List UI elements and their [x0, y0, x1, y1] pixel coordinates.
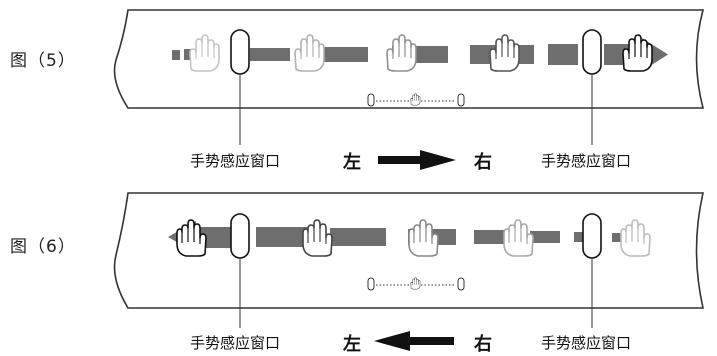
figure-5-right-word: 右 [474, 152, 492, 173]
hand-icon [410, 277, 421, 290]
figure-5-left-word: 左 [343, 152, 361, 173]
figure-5-left-sensor-window [230, 29, 250, 75]
hand-icon [386, 34, 417, 72]
figure-6-label: 图（6） [10, 237, 76, 257]
figure-6-left-window-label: 手势感应窗口 [190, 334, 281, 352]
hand-icon [622, 34, 653, 72]
figure-5-panel [113, 9, 705, 109]
figure-5-left-window-label: 手势感应窗口 [190, 152, 281, 170]
figure-6-direction-arrow [374, 331, 454, 351]
figure-6-right-sensor-window [582, 213, 602, 259]
hand-icon [176, 219, 207, 257]
figure-5 [113, 9, 705, 170]
figure-6-left-sensor-window [230, 213, 250, 259]
hand-icon [503, 219, 534, 257]
hand-icon [489, 34, 520, 72]
hand-icon [302, 219, 333, 257]
figure-5-right-sensor-window [582, 29, 602, 75]
figure-6-mini-path-indicator [367, 277, 465, 291]
figure-6 [113, 192, 705, 351]
figure-6-panel [113, 192, 705, 309]
hand-icon [294, 34, 325, 72]
hand-icon [410, 93, 421, 106]
figure-6-left-word: 左 [343, 334, 361, 355]
hand-icon [620, 219, 651, 257]
hand-icon [189, 34, 220, 72]
figure-5-right-window-label: 手势感应窗口 [541, 152, 632, 170]
figure-5-direction-arrow [378, 150, 456, 170]
figure-6-right-window-label: 手势感应窗口 [541, 334, 632, 352]
hand-icon [408, 219, 439, 257]
figure-5-label: 图（5） [10, 51, 76, 71]
figure-6-right-word: 右 [474, 334, 492, 355]
figure-5-mini-path-indicator [367, 93, 465, 107]
